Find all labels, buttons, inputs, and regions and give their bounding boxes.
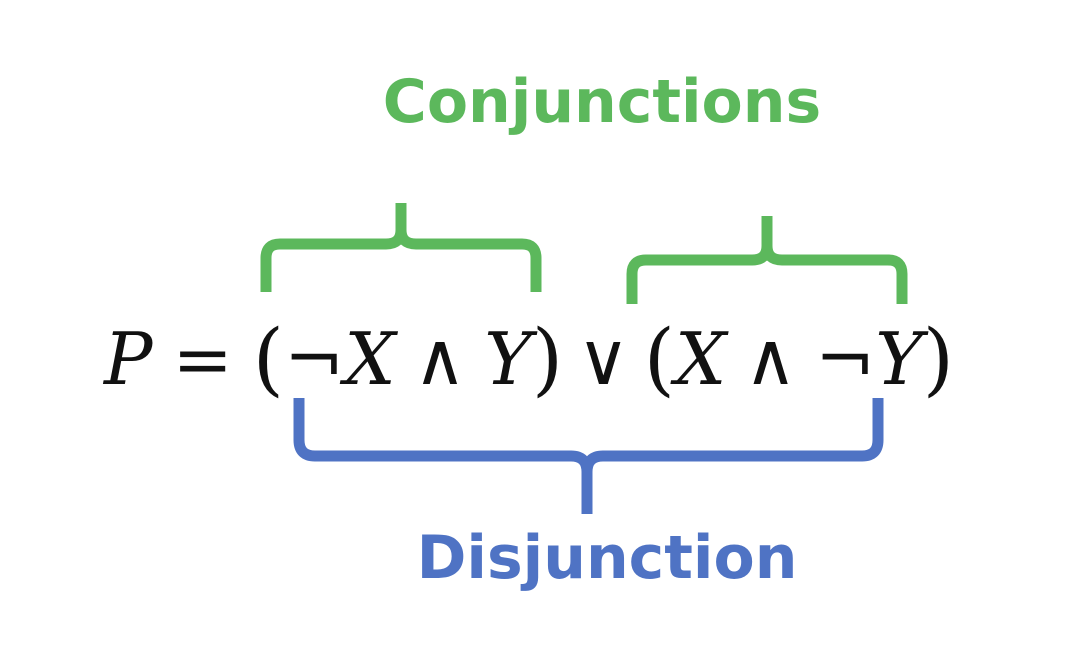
and-symbol-1: ∧ <box>413 317 467 401</box>
close-paren-1: ) <box>531 312 564 405</box>
open-paren-1: ( <box>252 312 284 405</box>
var-x-1: X <box>344 317 396 401</box>
boolean-formula: P=(¬X∧Y)∨(X∧¬Y) <box>104 312 955 405</box>
conjunctions-label: Conjunctions <box>382 67 822 137</box>
var-y-2: Y <box>875 317 923 401</box>
disjunction-brace <box>293 398 884 514</box>
open-paren-2: ( <box>643 312 675 405</box>
close-paren-2: ) <box>922 312 955 405</box>
or-symbol: ∨ <box>577 317 630 401</box>
and-symbol-2: ∧ <box>744 317 797 401</box>
conjunction-brace-right <box>626 216 908 304</box>
var-x-2: X <box>674 317 727 401</box>
var-y-1: Y <box>484 317 532 401</box>
equals-sign: = <box>172 317 233 401</box>
formula-lhs: P <box>104 317 153 401</box>
not-symbol-2: ¬ <box>814 317 876 401</box>
conjunction-brace-left <box>260 203 542 292</box>
not-symbol-1: ¬ <box>284 317 345 401</box>
disjunction-label: Disjunction <box>416 523 798 593</box>
